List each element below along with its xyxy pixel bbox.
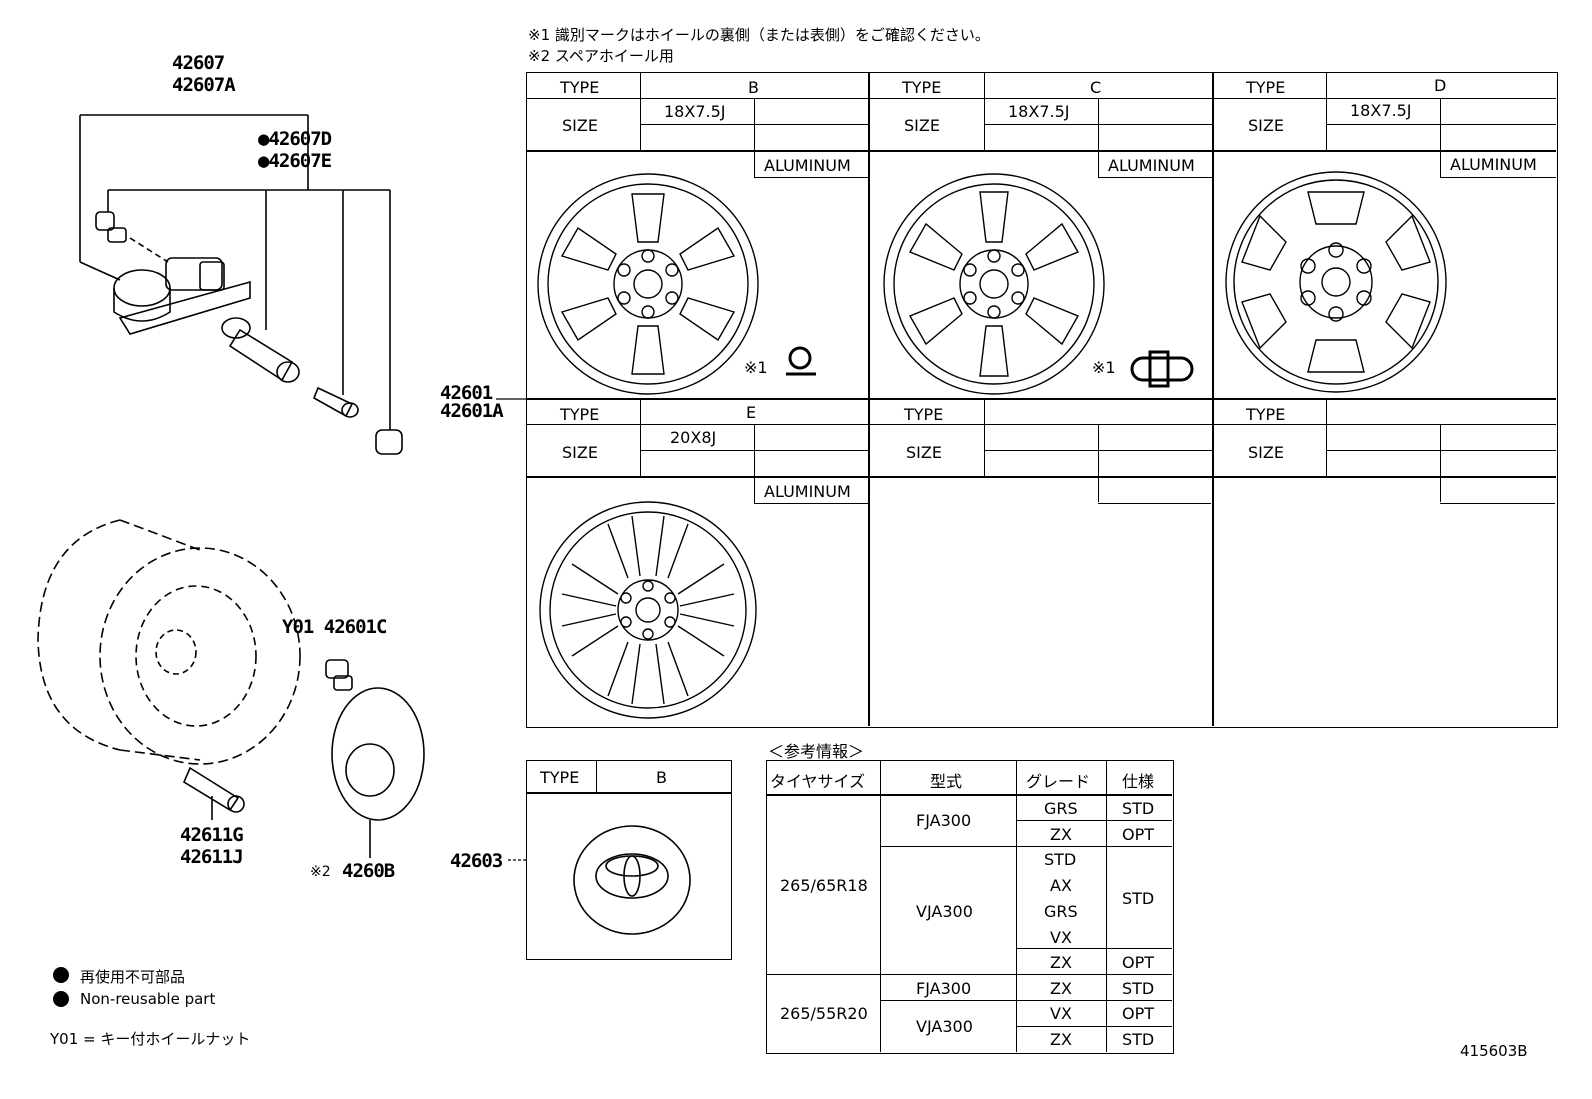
size-value-c: 18X7.5J (1008, 102, 1070, 121)
spare-tire-illustration (37, 519, 425, 858)
type-value-d: D (1434, 76, 1447, 95)
table-cell: STD (1122, 799, 1155, 818)
reference-table (766, 760, 1174, 1054)
spare-note-mark: ※2 (310, 864, 331, 880)
part-number-42607a[interactable]: 42607A (172, 74, 236, 96)
table-cell: VX (1050, 1004, 1072, 1023)
type-value-e: E (746, 403, 757, 422)
size-value-d: 18X7.5J (1350, 101, 1412, 120)
type-label-d: TYPE (1246, 78, 1286, 97)
header-grade: グレード (1026, 772, 1091, 791)
wheel-type-c-illustration[interactable] (874, 164, 1114, 404)
model-vja300: VJA300 (916, 902, 973, 921)
type-value-c: C (1090, 78, 1102, 97)
model-fja300: FJA300 (916, 811, 972, 830)
table-cell: ZX (1050, 979, 1072, 998)
table-cell: OPT (1122, 1004, 1155, 1023)
material-e: ALUMINUM (764, 482, 851, 501)
part-number-42601[interactable]: 42601 (440, 382, 493, 404)
type-value-b: B (748, 78, 759, 97)
table-cell: ZX (1050, 953, 1072, 972)
reference-title: ＜参考情報＞ (768, 742, 865, 761)
wheel-table (526, 72, 1558, 728)
mark-note-c: ※1 (1092, 358, 1116, 377)
table-cell: AX (1050, 876, 1072, 895)
size-label-c: SIZE (904, 116, 940, 135)
note-2: ※2 スペアホイール用 (528, 47, 674, 65)
material-b: ALUMINUM (764, 156, 851, 175)
diagram-id: 415603B (1460, 1042, 1528, 1060)
legend-jp: 再使用不可部品 (80, 968, 186, 986)
cap-type-label: TYPE (540, 768, 580, 787)
wheel-leader-line (496, 398, 526, 400)
toyota-center-cap-illustration[interactable] (570, 818, 710, 938)
type-label-b: TYPE (560, 78, 600, 97)
cap-type-value: B (656, 768, 667, 787)
material-d: ALUMINUM (1450, 155, 1537, 174)
wheel-type-b-illustration[interactable] (528, 164, 768, 404)
header-spec: 仕様 (1122, 772, 1155, 791)
part-number-42607[interactable]: 42607 (172, 52, 225, 74)
part-number-42611j[interactable]: 42611J (180, 846, 244, 868)
legend-dot-icon (53, 991, 69, 1007)
size-label-empty-1: SIZE (906, 443, 942, 462)
part-number-4260b[interactable]: 4260B (342, 860, 395, 882)
material-c: ALUMINUM (1108, 156, 1195, 175)
material-box-empty-2 (1440, 477, 1555, 504)
tpms-sensor-illustration (79, 114, 403, 455)
table-cell: ZX (1050, 1030, 1072, 1049)
type-label-empty-2: TYPE (1246, 405, 1286, 424)
part-number-42611g[interactable]: 42611G (180, 824, 244, 846)
table-cell: STD (1122, 979, 1155, 998)
aluminum-box-e (754, 477, 868, 504)
legend-en: Non-reusable part (80, 990, 216, 1008)
cap-leader-line (508, 859, 526, 861)
part-number-42607e[interactable]: ●42607E (258, 150, 332, 172)
material-box-empty-1 (1098, 477, 1211, 504)
cap-table (526, 760, 732, 960)
id-mark-b-icon (786, 346, 816, 376)
part-number-42601a[interactable]: 42601A (440, 400, 504, 422)
header-tire-size: タイヤサイズ (770, 772, 866, 791)
part-number-42603[interactable]: 42603 (450, 850, 503, 872)
id-mark-c-icon (1130, 350, 1194, 388)
table-cell: ZX (1050, 825, 1072, 844)
table-cell: STD (1122, 889, 1155, 908)
size-label-empty-2: SIZE (1248, 443, 1284, 462)
aluminum-box-c (1098, 151, 1212, 178)
type-label-empty-1: TYPE (904, 405, 944, 424)
wheel-type-e-illustration[interactable] (528, 494, 768, 724)
legend-y01: Y01 = キー付ホイールナット (50, 1030, 251, 1048)
note-1: ※1 識別マークはホイールの裏側（または表側）をご確認ください。 (528, 26, 990, 44)
table-cell: VX (1050, 928, 1072, 947)
size-value-b: 18X7.5J (664, 102, 726, 121)
size-label-e: SIZE (562, 443, 598, 462)
part-number-42607d[interactable]: ●42607D (258, 128, 332, 150)
tire-size-265-55r20: 265/55R20 (780, 1004, 868, 1023)
part-number-42601c[interactable]: Y01 42601C (282, 616, 387, 638)
table-cell: STD (1044, 850, 1077, 869)
table-cell: OPT (1122, 825, 1155, 844)
table-cell: GRS (1044, 799, 1078, 818)
legend-dot-icon (53, 967, 69, 983)
model-fja300: FJA300 (916, 979, 972, 998)
type-label-c: TYPE (902, 78, 942, 97)
type-label-e: TYPE (560, 405, 600, 424)
tire-size-265-65r18: 265/65R18 (780, 876, 868, 895)
size-value-e: 20X8J (670, 428, 717, 447)
size-label-d: SIZE (1248, 116, 1284, 135)
aluminum-box-b (754, 151, 868, 178)
table-cell: STD (1122, 1030, 1155, 1049)
mark-note-b: ※1 (744, 358, 768, 377)
size-label-b: SIZE (562, 116, 598, 135)
table-cell: OPT (1122, 953, 1155, 972)
header-model: 型式 (930, 772, 963, 791)
wheel-type-d-illustration[interactable] (1216, 162, 1456, 402)
table-cell: GRS (1044, 902, 1078, 921)
model-vja300: VJA300 (916, 1017, 973, 1036)
aluminum-box-d (1440, 151, 1556, 178)
